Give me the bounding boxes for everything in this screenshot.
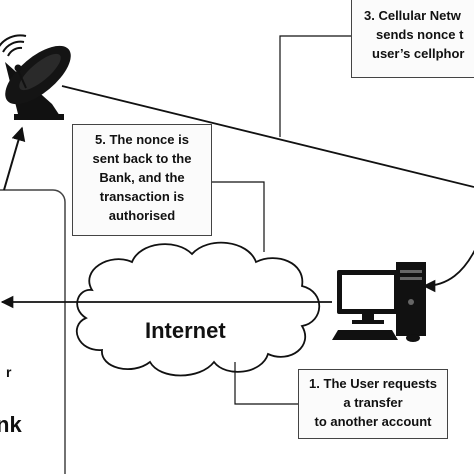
callout-1-line-3: to another account [314, 414, 432, 429]
internet-label: Internet [145, 318, 226, 343]
callout-5-line-4: transaction is [99, 189, 185, 204]
callout-3-leader [279, 35, 351, 137]
cloud-icon [75, 241, 321, 377]
callout-3-line-3: user’s cellphor [372, 46, 465, 61]
callout-5-line-2: sent back to the [92, 151, 192, 166]
bank-label-fragment: nk [0, 412, 22, 437]
callout-3-line-2: sends nonce t [376, 27, 464, 42]
dish-to-cellphone-line [61, 85, 474, 188]
callout-3-line-1: 3. Cellular Netw [364, 8, 461, 23]
callout-step-5: 5. The nonce is sent back to the Bank, a… [72, 124, 212, 236]
callout-5-line-1: 5. The nonce is [95, 132, 189, 147]
callout-1-leader [234, 362, 298, 405]
callout-1-line-2: a transfer [343, 395, 403, 410]
callout-5-line-5: authorised [108, 208, 176, 223]
callout-step-3: 3. Cellular Netw sends nonce t user’s ce… [351, 0, 474, 78]
satellite-dish-icon [0, 34, 71, 120]
bank-label-fragment-top: r [6, 364, 12, 380]
bank-to-dish-arrow [3, 126, 26, 191]
desktop-computer-icon [332, 262, 426, 342]
callout-5-line-3: Bank, and the [99, 170, 185, 185]
callout-step-1: 1. The User requests a transfer to anoth… [298, 369, 448, 439]
bank-box [0, 189, 66, 474]
callout-1-line-1: 1. The User requests [309, 376, 437, 391]
callout-5-leader [212, 181, 265, 252]
cellphone-to-computer-arrow [422, 249, 474, 293]
